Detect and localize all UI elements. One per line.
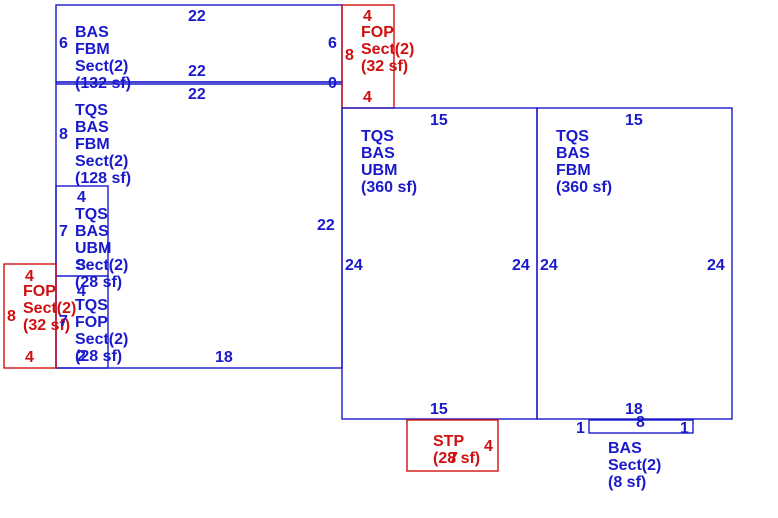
area-label-line: STP — [433, 433, 464, 450]
area-label-line: FOP — [23, 283, 56, 300]
dimension-label: 0 — [328, 75, 337, 92]
area-label-line: UBM — [75, 240, 111, 257]
area-label-line: Sect(2) — [361, 41, 414, 58]
area-label-line: BAS — [75, 24, 109, 41]
dimension-label: 15 — [430, 401, 448, 418]
dimension-label: 8 — [636, 414, 645, 431]
area-label-line: TQS — [556, 128, 589, 145]
area-label-line: (360 sf) — [556, 179, 612, 196]
dimension-label: 4 — [77, 189, 86, 206]
dimension-label: 7 — [59, 313, 68, 330]
area-label-line: (28 sf) — [75, 274, 122, 291]
area-label-line: BAS — [608, 440, 642, 457]
area-outline-fop-left — [3, 263, 57, 369]
dimension-label: 8 — [59, 126, 68, 143]
dimension-label: 8 — [345, 47, 354, 64]
area-label-line: BAS — [556, 145, 590, 162]
area-label-line: BAS — [75, 223, 109, 240]
area-label-line: FBM — [75, 136, 110, 153]
dimension-label: 4 — [484, 438, 493, 455]
dimension-label: 15 — [625, 112, 643, 129]
dimension-label: 1 — [680, 420, 689, 437]
dimension-label: 4 — [25, 268, 34, 285]
area-label-line: FBM — [75, 41, 110, 58]
dimension-label: 24 — [512, 257, 530, 274]
dimension-label: 4 — [363, 89, 372, 106]
area-label-line: UBM — [361, 162, 397, 179]
area-label-line: Sect(2) — [75, 58, 128, 75]
area-label-line: (32 sf) — [23, 317, 70, 334]
dimension-label: 22 — [188, 63, 206, 80]
area-label-line: (8 sf) — [608, 474, 646, 491]
area-label-line: (32 sf) — [361, 58, 408, 75]
dimension-label: 22 — [188, 86, 206, 103]
dimension-label: 18 — [625, 401, 643, 418]
area-outline-tqs-bas-fbm-right — [536, 107, 733, 420]
dimension-label: 6 — [59, 35, 68, 52]
area-outline-stp — [406, 419, 499, 472]
area-label-line: TQS — [361, 128, 394, 145]
area-label-line: Sect(2) — [75, 153, 128, 170]
dimension-label: 1 — [576, 420, 585, 437]
dimension-label: 6 — [328, 35, 337, 52]
dimension-label: 24 — [345, 257, 363, 274]
area-label-line: Sect(2) — [75, 257, 128, 274]
dimension-label: 24 — [707, 257, 725, 274]
area-label-line: (360 sf) — [361, 179, 417, 196]
area-label-line: TQS — [75, 102, 108, 119]
area-label-line: (28 sf) — [433, 450, 480, 467]
area-label-line: FOP — [75, 314, 108, 331]
dimension-label: 7 — [59, 223, 68, 240]
area-label-line: Sect(2) — [608, 457, 661, 474]
dimension-label: 3 — [77, 257, 86, 274]
dimension-label: 4 — [363, 8, 372, 25]
dimension-label: 22 — [188, 8, 206, 25]
dimension-label: 7 — [449, 450, 458, 467]
dimension-label: 2 — [77, 348, 86, 365]
dimension-label: 22 — [317, 217, 335, 234]
area-label-line: TQS — [75, 206, 108, 223]
dimension-label: 4 — [25, 349, 34, 366]
area-label-line: (128 sf) — [75, 170, 131, 187]
dimension-label: 8 — [7, 308, 16, 325]
dimension-label: 4 — [77, 283, 86, 300]
area-label-line: TQS — [75, 297, 108, 314]
area-label-line: FOP — [361, 24, 394, 41]
dimension-label: 24 — [540, 257, 558, 274]
area-label-line: (28 sf) — [75, 348, 122, 365]
area-label-line: Sect(2) — [23, 300, 76, 317]
area-label-line: BAS — [361, 145, 395, 162]
area-label-line: FBM — [556, 162, 591, 179]
area-label-line: BAS — [75, 119, 109, 136]
dimension-label: 18 — [215, 349, 233, 366]
area-outline-bas-small — [588, 419, 694, 434]
area-label-line: Sect(2) — [75, 331, 128, 348]
area-label-line: (132 sf) — [75, 75, 131, 92]
dimension-label: 15 — [430, 112, 448, 129]
